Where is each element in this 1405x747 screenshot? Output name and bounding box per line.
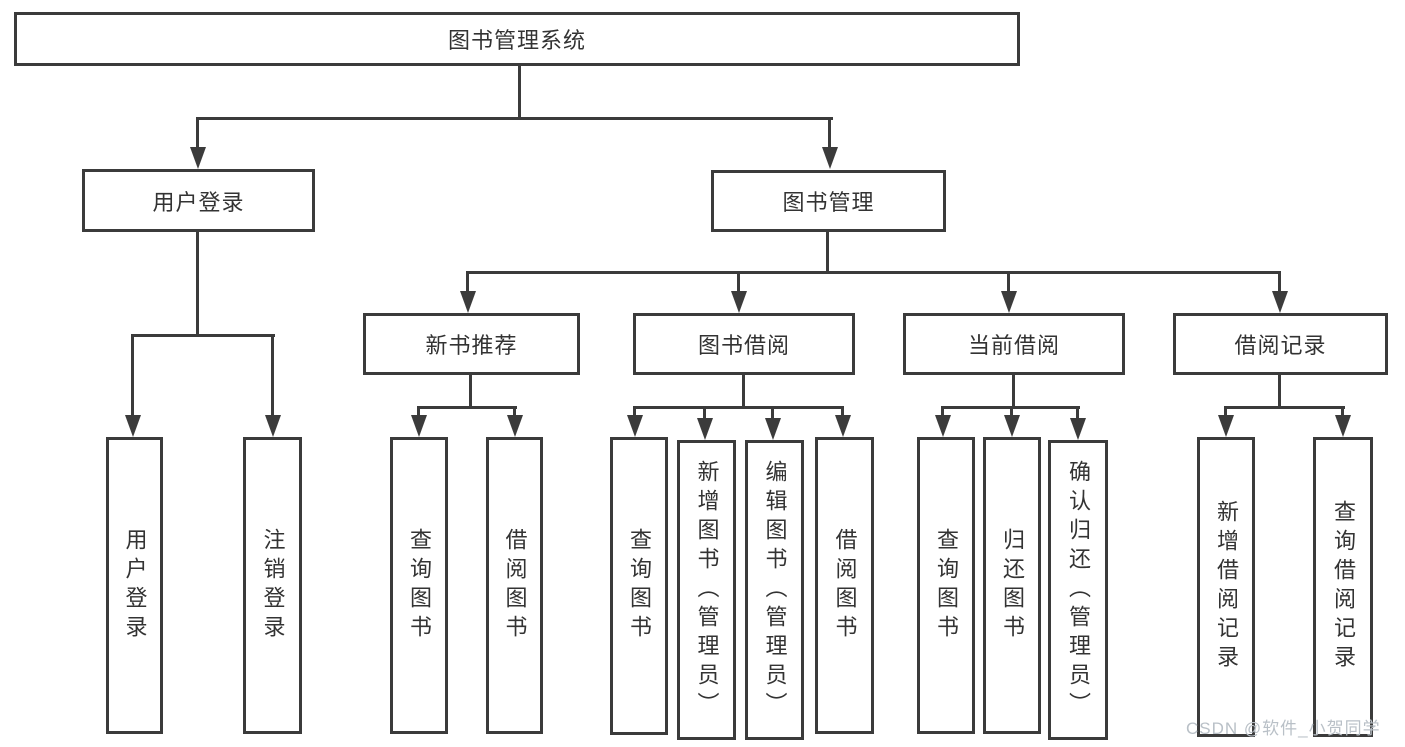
connector-trunk [1278, 375, 1281, 409]
arrowhead-down-icon [507, 415, 523, 437]
arrowhead-down-icon [411, 415, 427, 437]
connector-stub [633, 406, 636, 420]
connector-stub [513, 406, 516, 420]
arrowhead-down-icon [125, 415, 141, 437]
arrowhead-down-icon [190, 147, 206, 169]
node-root: 图书管理系统 [14, 12, 1020, 66]
connector-stub [771, 406, 774, 420]
arrowhead-down-icon [1335, 415, 1351, 437]
connector-level1-horizontal [196, 117, 833, 120]
leaf-user-login: 用户登录 [106, 437, 163, 734]
arrowhead-down-icon [1070, 418, 1086, 440]
leaf-query-books-current: 查询图书 [917, 437, 975, 734]
arrowhead-down-icon [835, 415, 851, 437]
leaf-logout: 注销登录 [243, 437, 302, 734]
connector-stub [1224, 406, 1227, 420]
node-user-login: 用户登录 [82, 169, 315, 232]
connector-stub [1010, 406, 1013, 420]
arrowhead-down-icon [1004, 415, 1020, 437]
arrowhead-down-icon [1001, 291, 1017, 313]
node-borrow-records: 借阅记录 [1173, 313, 1388, 375]
node-new-book-recommend: 新书推荐 [363, 313, 580, 375]
arrowhead-down-icon [1272, 291, 1288, 313]
leaf-query-books-borrow: 查询图书 [610, 437, 668, 735]
leaf-return-book: 归还图书 [983, 437, 1041, 734]
connector-user-login-trunk [196, 232, 199, 337]
connector-horizontal [417, 406, 517, 409]
leaf-query-borrow-record: 查询借阅记录 [1313, 437, 1373, 737]
connector-trunk [469, 375, 472, 409]
arrowhead-down-icon [731, 291, 747, 313]
connector-horizontal [633, 406, 844, 409]
leaf-query-books-recommend: 查询图书 [390, 437, 448, 734]
leaf-add-book-admin: 新增图书（管理员） [677, 440, 736, 740]
node-current-borrow: 当前借阅 [903, 313, 1125, 375]
leaf-edit-book-admin: 编辑图书（管理员） [745, 440, 804, 740]
node-book-borrow: 图书借阅 [633, 313, 855, 375]
connector-stub [1278, 271, 1281, 296]
leaf-borrow-books-recommend: 借阅图书 [486, 437, 543, 734]
connector-trunk [742, 375, 745, 409]
connector-stub [417, 406, 420, 420]
connector-stub [466, 271, 469, 296]
connector-stub [1007, 271, 1010, 296]
connector-book-mgmt-trunk [826, 232, 829, 274]
leaf-add-borrow-record: 新增借阅记录 [1197, 437, 1255, 737]
arrowhead-down-icon [935, 415, 951, 437]
connector-stub [1076, 406, 1079, 420]
csdn-watermark: CSDN @软件_小贺同学 [1186, 719, 1381, 738]
connector-book-mgmt-horizontal [466, 271, 1281, 274]
connector-stub [841, 406, 844, 420]
connector-stub [828, 117, 831, 149]
node-book-management: 图书管理 [711, 170, 946, 232]
leaf-borrow-books: 借阅图书 [815, 437, 874, 734]
arrowhead-down-icon [822, 147, 838, 169]
connector-user-login-horizontal [131, 334, 275, 337]
connector-root-trunk [518, 66, 521, 120]
arrowhead-down-icon [460, 291, 476, 313]
leaf-confirm-return-admin: 确认归还（管理员） [1048, 440, 1108, 740]
connector-trunk [1012, 375, 1015, 409]
connector-stub [131, 334, 134, 418]
connector-stub [196, 117, 199, 149]
connector-stub [271, 334, 274, 418]
connector-stub [737, 271, 740, 296]
connector-stub [1341, 406, 1344, 420]
arrowhead-down-icon [697, 418, 713, 440]
arrowhead-down-icon [765, 418, 781, 440]
connector-stub [941, 406, 944, 420]
connector-horizontal [1224, 406, 1345, 409]
arrowhead-down-icon [1218, 415, 1234, 437]
connector-stub [703, 406, 706, 420]
arrowhead-down-icon [265, 415, 281, 437]
arrowhead-down-icon [627, 415, 643, 437]
